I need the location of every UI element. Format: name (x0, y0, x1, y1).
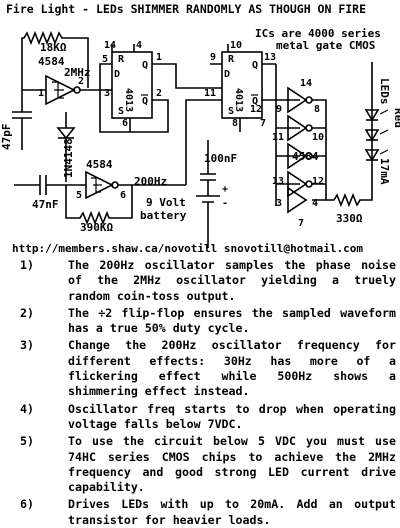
ff2-pin-7: 7 (260, 118, 266, 129)
battery-label-line2: battery (140, 209, 187, 222)
ff1-pin-d: D (114, 69, 120, 80)
buf-pin-4: 4 (312, 198, 318, 209)
ic-series-note-line1: ICs are 4000 series (255, 27, 381, 40)
diode-label: 1N4148 (62, 138, 75, 178)
notes-list: 1) The 200Hz oscillator samples the phas… (6, 258, 396, 528)
diode-1n4148: 1N4148 (56, 112, 76, 182)
leds-label: LEDs (378, 78, 391, 105)
flip-flop-1: 4013 R D S Q Q 14 4 5 3 1 2 6 (99, 40, 222, 133)
note-number: 3) (20, 338, 34, 353)
ic1-pin-in: 1 (38, 88, 44, 99)
ff1-pin-q: Q (142, 60, 148, 71)
current-label: 17mA (378, 158, 391, 185)
ff2-pin-qb: Q (252, 96, 258, 107)
r1-label: 18KΩ (40, 41, 67, 54)
r3-label: 330Ω (336, 212, 363, 225)
note-number: 6) (20, 497, 34, 512)
note-text: To use the circuit below 5 VDC you must … (68, 434, 396, 495)
note-text: The ÷2 flip-flop ensures the sampled wav… (68, 305, 396, 336)
ff2-pin-q: Q (252, 60, 258, 71)
oscillator-200hz: 4584 5 6 47nF 390KΩ 200Hz (14, 158, 186, 234)
note-1: 1) The 200Hz oscillator samples the phas… (6, 258, 396, 304)
note-6: 6) Drives LEDs with up to 20mA. Add an o… (6, 497, 396, 528)
note-text: Change the 200Hz oscillator frequency fo… (68, 338, 396, 399)
ff1-pin-3: 3 (104, 88, 110, 99)
ic2-pin-out: 6 (120, 190, 126, 201)
ff2-pin-s: S (228, 106, 234, 117)
c1-label: 47pF (0, 124, 13, 151)
oscillator-2mhz: 18KΩ 4584 2MHz 1 2 47pF (0, 30, 112, 151)
ic2-label: 4584 (86, 158, 113, 171)
note-text: Drives LEDs with up to 20mA. Add an outp… (68, 497, 396, 527)
note-text: Oscillator freq starts to drop when oper… (68, 401, 396, 431)
note-3: 3) Change the 200Hz oscillator frequency… (6, 338, 396, 399)
schematic: Fire Light - LEDs SHIMMER RANDOMLY AS TH… (0, 2, 400, 255)
note-5: 5) To use the circuit below 5 VDC you mu… (6, 434, 396, 495)
ic1-pin-out: 2 (78, 76, 84, 87)
ff1-pin-s: S (118, 106, 124, 117)
note-number: 4) (20, 401, 34, 416)
ff2-pin-8: 8 (232, 118, 238, 129)
note-4: 4) Oscillator freq starts to drop when o… (6, 402, 396, 433)
ff1-pin-6: 6 (122, 118, 128, 129)
ff2-pin-d: D (224, 69, 230, 80)
buf-pin-7: 7 (298, 218, 304, 229)
note-number: 2) (20, 305, 34, 320)
ff1-label: 4013 (123, 88, 134, 112)
contact-line: http://members.shaw.ca/novotill snovotil… (12, 242, 363, 255)
note-number: 1) (20, 258, 34, 272)
ff1-pin-r: R (118, 54, 125, 65)
ff2-pin-12: 12 (250, 104, 262, 115)
r2-label: 390KΩ (80, 221, 113, 234)
ff1-pin-2: 2 (156, 88, 162, 99)
ff1-pin-5: 5 (102, 54, 108, 65)
buffer-label: 4584 (292, 150, 319, 163)
ff2-pin-r: R (228, 54, 235, 65)
battery-minus: - (222, 198, 228, 209)
ff1-pin-14: 14 (104, 40, 116, 51)
ff2-pin-10: 10 (230, 40, 242, 51)
ic2-pin-in: 5 (76, 190, 82, 201)
ff2-pin-11: 11 (204, 88, 216, 99)
note-text: The 200Hz oscillator samples the phase n… (68, 258, 396, 303)
note-2: 2) The ÷2 flip-flop ensures the sampled … (6, 306, 396, 337)
buf-pin-12: 12 (312, 176, 324, 187)
ic1-label: 4584 (38, 55, 65, 68)
power-supply: 100nF + - 9 Volt battery (140, 140, 237, 248)
buf-pin-3: 3 (276, 198, 282, 209)
ff1-pin-1: 1 (156, 52, 162, 63)
c2-label: 47nF (32, 198, 59, 211)
ic-series-note-line2: metal gate CMOS (276, 39, 375, 52)
note-number: 5) (20, 434, 34, 449)
title: Fire Light - LEDs SHIMMER RANDOMLY AS TH… (6, 2, 366, 16)
buf-pin-8: 8 (314, 104, 320, 115)
freq-200hz-label: 200Hz (134, 175, 167, 188)
ff2-label: 4013 (233, 88, 244, 112)
freq-2mhz-label: 2MHz (64, 66, 91, 79)
ff2-pin-13: 13 (264, 52, 276, 63)
led-color-label: Red (392, 108, 400, 128)
flip-flop-2: 4013 R D S Q Q 9 10 11 8 13 12 7 (185, 40, 276, 185)
battery-label-line1: 9 Volt (146, 196, 186, 209)
buf-pin-11: 11 (272, 132, 284, 143)
buf-pin-14: 14 (300, 78, 312, 89)
buffer-stack: 4584 14 9 8 11 10 13 12 3 4 7 330Ω (272, 62, 373, 229)
buf-pin-9: 9 (276, 104, 282, 115)
buf-pin-10: 10 (312, 132, 324, 143)
c3-label: 100nF (204, 152, 237, 165)
buf-pin-13: 13 (272, 176, 284, 187)
ff1-pin-4: 4 (136, 40, 142, 51)
led-string: Red LEDs 17mA (364, 78, 400, 185)
ff2-pin-9: 9 (210, 52, 216, 63)
battery-plus: + (222, 184, 228, 195)
ff1-pin-qb: Q (142, 96, 148, 107)
